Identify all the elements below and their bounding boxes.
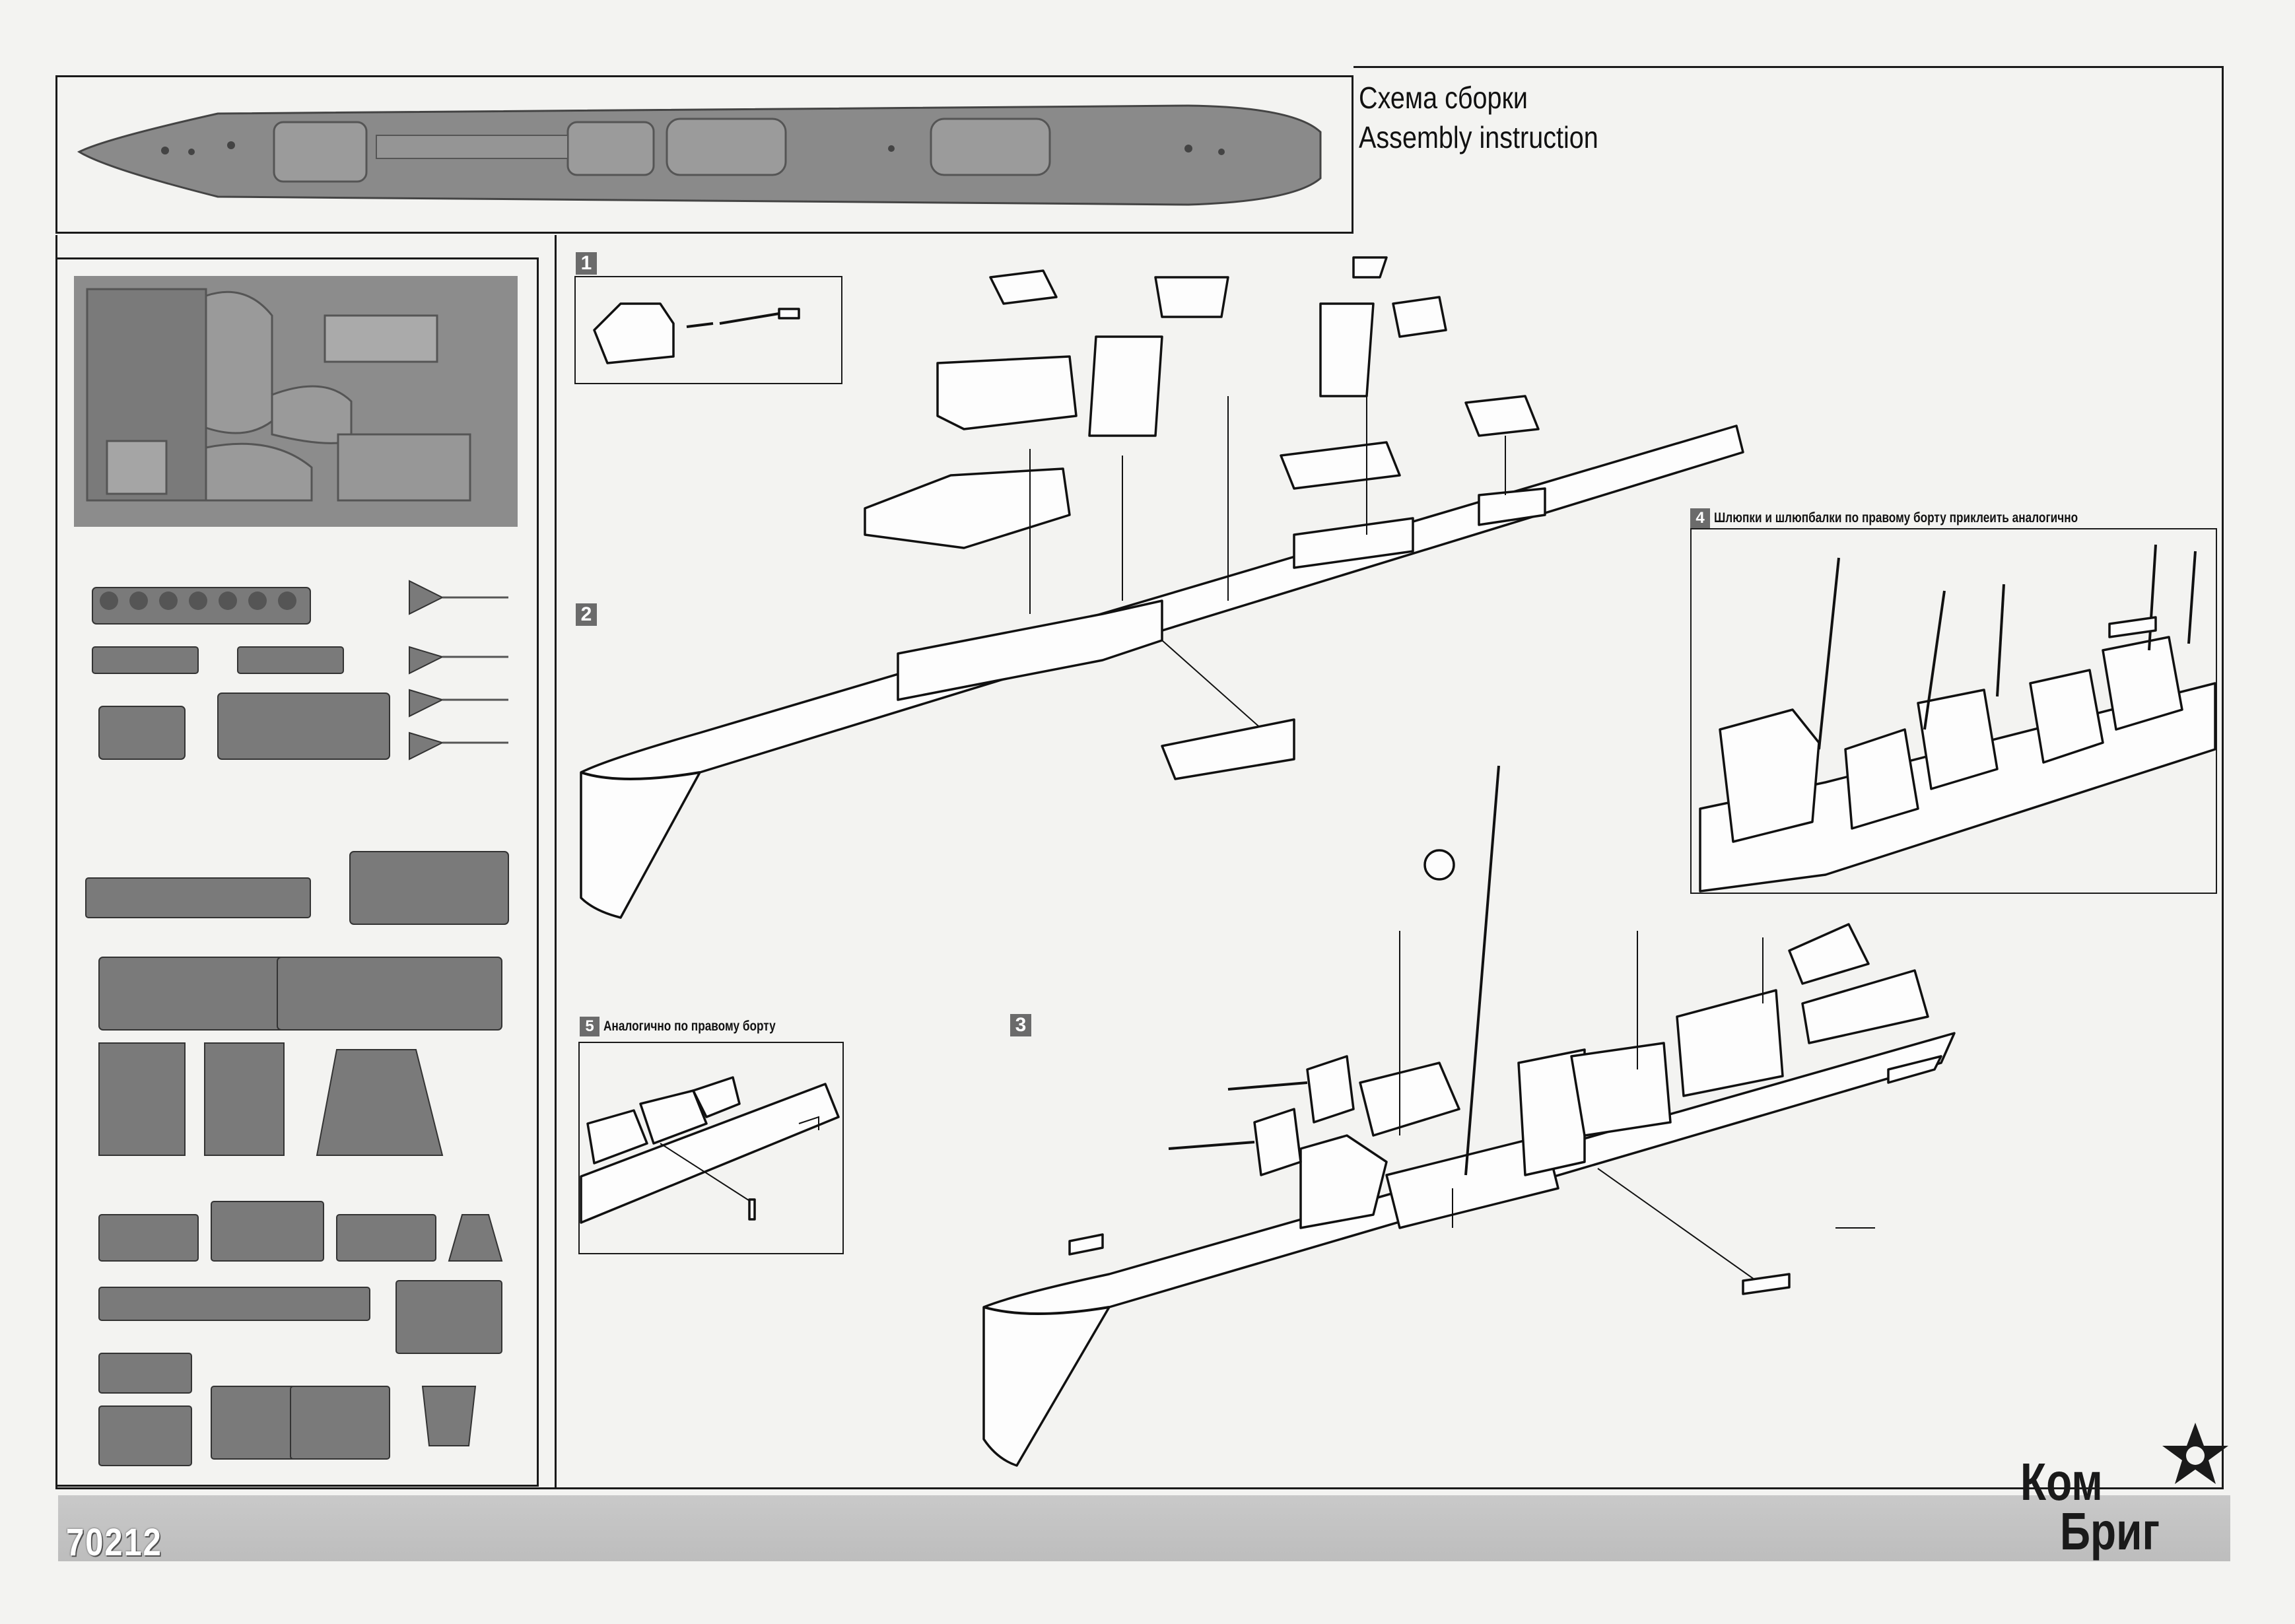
step-1-gun-drawing [593,302,800,364]
step-3-badge: 3 [1010,1014,1031,1036]
title-russian: Схема сборки [1359,81,1528,115]
hull-top-view-frame [55,75,1353,234]
step-2-assembly-drawing [580,256,1744,919]
step-1-frame [574,276,842,384]
step-4-detail-drawing [1699,544,2216,893]
step-2-badge: 2 [576,603,597,626]
title-side-border [1353,66,2224,236]
step-5-detail-drawing [580,1076,840,1224]
step-5-badge: 5 [580,1017,599,1036]
kit-number: 70212 [66,1521,162,1564]
footer-bar [58,1495,2230,1561]
step-4-frame [1690,528,2217,894]
superstructure-sprue-photo [74,276,518,527]
step-3-assembly-drawing [982,765,1956,1467]
title-block: Схема сборки Assembly instruction [1359,78,1598,157]
brand-star-icon [2162,1423,2228,1484]
title-english: Assembly instruction [1359,120,1598,154]
step-5-note: Аналогично по правому борту [603,1019,776,1034]
brand-logo-line1: Ком [2020,1452,2103,1511]
hull-top-view-image [77,104,1322,206]
assembly-panel-divider [555,235,557,1489]
brand-logo-line2: Бриг [2060,1502,2160,1561]
step-4-badge: 4 [1690,508,1710,528]
small-parts-gallery [85,580,509,1466]
parts-panel [55,257,539,1487]
step-4-note: Шлюпки и шлюпбалки по правому борту прик… [1714,510,2078,525]
step-5-frame [578,1042,844,1254]
step-1-badge: 1 [576,252,597,275]
